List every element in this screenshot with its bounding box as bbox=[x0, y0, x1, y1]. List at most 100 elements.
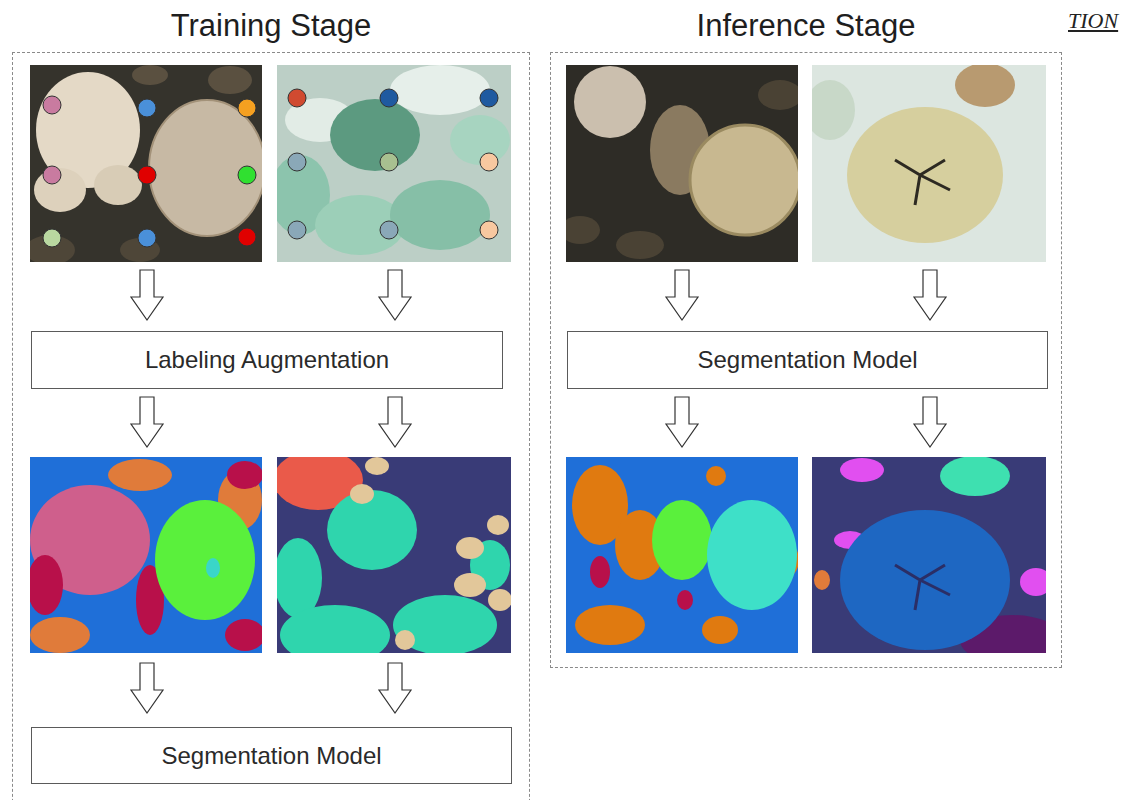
mask-region bbox=[940, 457, 1010, 496]
stage-panel: Training StageLabeling AugmentationSegme… bbox=[12, 52, 530, 800]
mask-region bbox=[1020, 568, 1046, 596]
coral-crack bbox=[895, 160, 950, 205]
flow-arrow bbox=[914, 270, 946, 320]
coral-photo bbox=[812, 65, 1046, 262]
mask-region bbox=[108, 459, 172, 491]
sand bbox=[390, 65, 490, 115]
segmentation-mask bbox=[812, 457, 1046, 653]
flow-arrow bbox=[131, 663, 163, 713]
stone bbox=[616, 231, 664, 259]
point-label bbox=[43, 229, 61, 247]
header-fragment: TION bbox=[1068, 8, 1118, 34]
point-label bbox=[480, 89, 498, 107]
point-label bbox=[380, 221, 398, 239]
coral bbox=[330, 99, 420, 171]
coral bbox=[574, 66, 646, 138]
mask-region bbox=[227, 461, 262, 489]
point-label bbox=[138, 229, 156, 247]
mask-region bbox=[840, 510, 1010, 650]
mask-region bbox=[327, 490, 417, 570]
coral bbox=[955, 65, 1015, 107]
point-label bbox=[238, 99, 256, 117]
flow-arrow bbox=[131, 397, 163, 447]
coral bbox=[690, 125, 798, 235]
coral-photo bbox=[277, 65, 511, 262]
stage-heading: Training Stage bbox=[13, 6, 529, 46]
stone bbox=[208, 66, 252, 94]
mask-region bbox=[702, 616, 738, 644]
flow-arrow bbox=[914, 397, 946, 447]
coral-photo bbox=[30, 65, 262, 262]
mask-region bbox=[30, 555, 63, 615]
mask-region bbox=[677, 590, 693, 610]
flow-arrow bbox=[379, 270, 411, 320]
mask-region bbox=[575, 605, 645, 645]
mask-region bbox=[652, 500, 712, 580]
coral bbox=[812, 80, 855, 140]
mask-region bbox=[365, 457, 389, 475]
stone bbox=[566, 216, 600, 244]
mask-region bbox=[840, 458, 884, 482]
point-label bbox=[238, 166, 256, 184]
mask-region bbox=[814, 570, 830, 590]
mask-region bbox=[395, 630, 415, 650]
mask-region bbox=[393, 595, 497, 653]
point-label bbox=[238, 228, 256, 246]
segmentation-mask bbox=[566, 457, 798, 653]
flow-arrow bbox=[666, 397, 698, 447]
mask-region bbox=[206, 558, 220, 578]
process-box: Labeling Augmentation bbox=[31, 331, 503, 389]
flow-arrow bbox=[379, 663, 411, 713]
stone bbox=[758, 80, 798, 110]
point-label bbox=[288, 153, 306, 171]
process-label: Segmentation Model bbox=[697, 346, 917, 374]
mask-region bbox=[706, 466, 726, 486]
mask-crack bbox=[895, 565, 950, 610]
point-label bbox=[43, 96, 61, 114]
coral bbox=[390, 180, 490, 250]
flow-arrow bbox=[379, 397, 411, 447]
coral bbox=[847, 107, 1003, 243]
mask-ground bbox=[566, 457, 798, 653]
mask-region bbox=[280, 605, 390, 653]
coral bbox=[315, 195, 405, 255]
coral bbox=[450, 115, 510, 165]
point-label bbox=[138, 99, 156, 117]
point-label bbox=[380, 89, 398, 107]
mask-region bbox=[456, 537, 484, 559]
mask-region bbox=[707, 500, 797, 610]
segmentation-mask bbox=[30, 457, 262, 653]
process-label: Labeling Augmentation bbox=[145, 346, 389, 374]
mask-region bbox=[487, 515, 509, 535]
mask-region bbox=[277, 538, 322, 618]
point-label bbox=[138, 166, 156, 184]
segmentation-mask bbox=[277, 457, 511, 653]
process-label: Segmentation Model bbox=[161, 742, 381, 770]
mask-region bbox=[30, 617, 90, 653]
mask-region bbox=[590, 556, 610, 588]
process-box: Segmentation Model bbox=[31, 727, 512, 784]
mask-region bbox=[488, 589, 511, 611]
coral bbox=[94, 165, 142, 205]
point-label bbox=[43, 166, 61, 184]
mask-region bbox=[454, 573, 486, 597]
process-box: Segmentation Model bbox=[567, 331, 1048, 389]
point-label bbox=[288, 89, 306, 107]
stone bbox=[132, 65, 168, 85]
mask-region bbox=[225, 619, 262, 651]
point-label bbox=[480, 153, 498, 171]
flow-arrow bbox=[131, 270, 163, 320]
mask-region bbox=[350, 484, 374, 504]
stage-heading: Inference Stage bbox=[551, 6, 1061, 46]
point-label bbox=[480, 221, 498, 239]
mask-region bbox=[155, 500, 255, 620]
coral bbox=[149, 100, 262, 236]
flow-arrow bbox=[666, 270, 698, 320]
stage-panel: Inference StageSegmentation Model bbox=[550, 52, 1062, 668]
point-label bbox=[288, 221, 306, 239]
mask-ground bbox=[30, 457, 262, 653]
point-label bbox=[380, 153, 398, 171]
coral-photo bbox=[566, 65, 798, 262]
